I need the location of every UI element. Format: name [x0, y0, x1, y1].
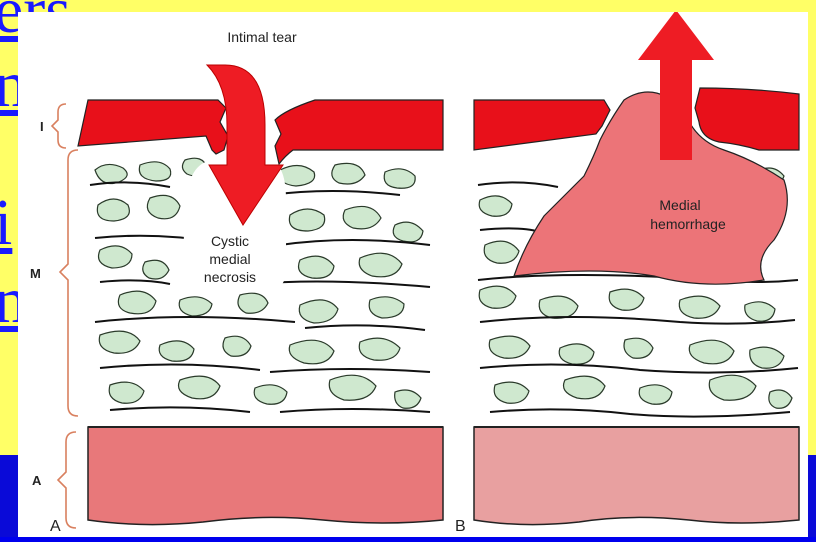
panel-a: Intimal tear Cystic medial necrosis I M … — [30, 29, 443, 535]
panel-b-letter: B — [455, 518, 466, 535]
panel-b-lesion-label-2: hemorrhage — [650, 216, 726, 232]
panel-b: Medial hemorrhage B — [455, 12, 799, 535]
intima-layer-label: I — [40, 119, 44, 134]
panel-a-adventitia — [88, 427, 443, 525]
panel-b-intima-left — [474, 100, 610, 150]
panel-a-lesion-label-2: medial — [209, 251, 250, 267]
panel-a-lesion-label-3: necrosis — [204, 269, 256, 285]
panel-b-lesion-label-1: Medial — [659, 197, 700, 213]
panel-a-top-label: Intimal tear — [227, 29, 297, 45]
aortic-dissection-figure: Intimal tear Cystic medial necrosis I M … — [18, 12, 808, 537]
media-layer-label: M — [30, 266, 41, 281]
dissection-diagram: Intimal tear Cystic medial necrosis I M … — [18, 12, 808, 537]
panel-a-lesion-label-1: Cystic — [211, 233, 249, 249]
adventitia-layer-label: A — [32, 473, 42, 488]
panel-b-adventitia — [474, 427, 799, 525]
panel-b-intima-right — [695, 88, 799, 150]
panel-a-letter: A — [50, 518, 61, 535]
layer-brackets — [52, 104, 78, 528]
slide-text-line-3: i — [0, 190, 12, 256]
